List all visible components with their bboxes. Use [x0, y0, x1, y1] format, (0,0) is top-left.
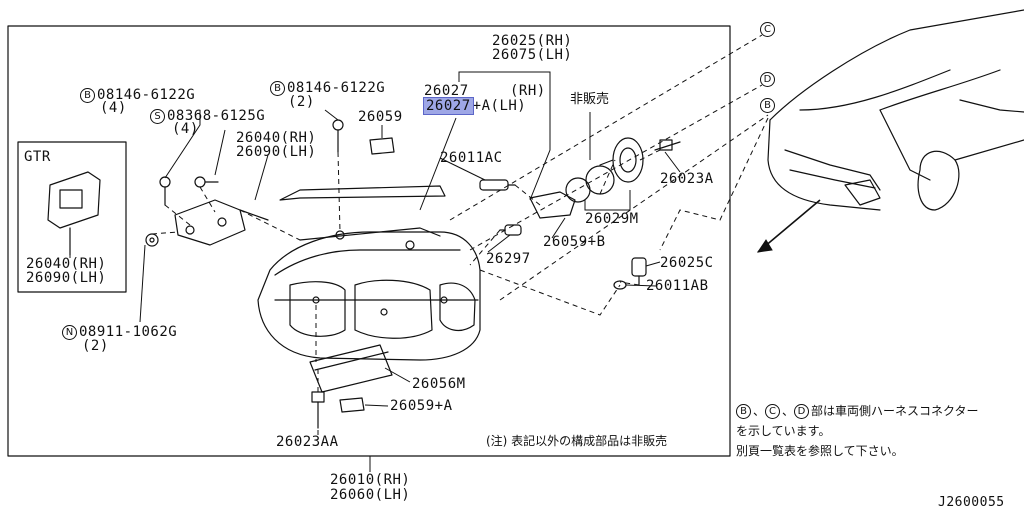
cap-26029m: [599, 137, 644, 183]
b-marker-2: B: [270, 81, 285, 96]
nut-1-qty: (2): [82, 338, 109, 354]
legend-b: B: [736, 404, 751, 419]
legend-line-2: を示しています。: [736, 424, 831, 438]
gtr-26090-lh[interactable]: 26090(LH): [26, 270, 107, 286]
nut-1-number: 08911-1062G: [79, 324, 178, 340]
part-26010-rh[interactable]: 26010(RH): [330, 472, 411, 488]
non-sale-note: (注) 表記以外の構成部品は非販売: [486, 434, 668, 448]
bolt-1: [159, 176, 171, 206]
mounting-bracket: [174, 199, 269, 246]
trim-strip: [279, 185, 446, 201]
part-26027-highlight[interactable]: 26027: [423, 97, 474, 115]
bolt-1-qty: (4): [100, 100, 127, 116]
part-26011ac[interactable]: 26011AC: [440, 150, 503, 166]
n-marker-1: N: [62, 325, 77, 340]
headlamp-assembly: [257, 227, 481, 361]
connector-b-marker[interactable]: B: [760, 98, 777, 113]
gtr-inset-box: [17, 141, 127, 293]
s-marker-1: S: [150, 109, 165, 124]
screw-26023a: [654, 139, 681, 151]
part-26023a[interactable]: 26023A: [660, 171, 714, 187]
part-26027a-row[interactable]: 26027+A(LH): [423, 97, 527, 115]
bolt-2-qty: (2): [288, 94, 315, 110]
gtr-bracket: [47, 171, 101, 256]
part-26025c[interactable]: 26025C: [660, 255, 714, 271]
bulb-26025c: [631, 257, 647, 286]
screw-1-qty: (4): [172, 121, 199, 137]
screw-1: [194, 176, 219, 188]
part-26075-lh: 26075(LH): [492, 47, 573, 63]
part-26029m[interactable]: 26029M: [585, 211, 639, 227]
part-26011ab[interactable]: 26011AB: [646, 278, 709, 294]
connector-d-marker[interactable]: D: [760, 72, 777, 87]
part-26023aa[interactable]: 26023AA: [276, 434, 339, 450]
not-sold-label: 非販売: [570, 92, 610, 107]
bolt-1-number: 08146-6122G: [97, 87, 196, 103]
pad-26059a: [339, 397, 365, 413]
nut-1: [145, 233, 159, 247]
part-26297[interactable]: 26297: [486, 251, 531, 267]
legend-line-3: 別頁一覧表を参照して下さい。: [736, 444, 904, 458]
part-26059a[interactable]: 26059+A: [390, 398, 453, 414]
legend-c: C: [765, 404, 781, 419]
diagram-frame: [7, 25, 731, 457]
pad-26059: [369, 137, 395, 155]
legend-d: D: [794, 404, 810, 419]
part-26027[interactable]: 26027: [424, 83, 469, 99]
part-26056m[interactable]: 26056M: [412, 376, 466, 392]
bulb-26297: [499, 224, 522, 236]
b-marker-1: B: [80, 88, 95, 103]
part-26059b[interactable]: 26059+B: [543, 234, 606, 250]
screw-26023aa: [311, 391, 325, 429]
part-26060-lh[interactable]: 26060(LH): [330, 487, 411, 503]
part-26025-rh: 26025(RH): [492, 33, 573, 49]
gtr-title: GTR: [24, 149, 51, 165]
car-silhouette: [767, 9, 1024, 211]
diagram-id: J2600055: [938, 495, 1005, 510]
lower-plate-26056m: [309, 344, 393, 393]
connector-c-marker[interactable]: C: [760, 22, 777, 37]
part-26040-rh[interactable]: 26040(RH): [236, 130, 317, 146]
screw-1-number: 08368-6125G: [167, 108, 266, 124]
part-26090-lh[interactable]: 26090(LH): [236, 144, 317, 160]
bolt-2: [332, 119, 344, 153]
part-26027a-suffix: +A(LH): [472, 98, 527, 114]
legend-text-1: 部は車両側ハーネスコネクター: [811, 404, 979, 418]
gtr-26040-rh[interactable]: 26040(RH): [26, 256, 107, 272]
bolt-2-number: 08146-6122G: [287, 80, 386, 96]
rh-suffix: (RH): [510, 83, 546, 99]
bulb-socket-26011ac: [479, 179, 516, 191]
part-26059[interactable]: 26059: [358, 109, 403, 125]
